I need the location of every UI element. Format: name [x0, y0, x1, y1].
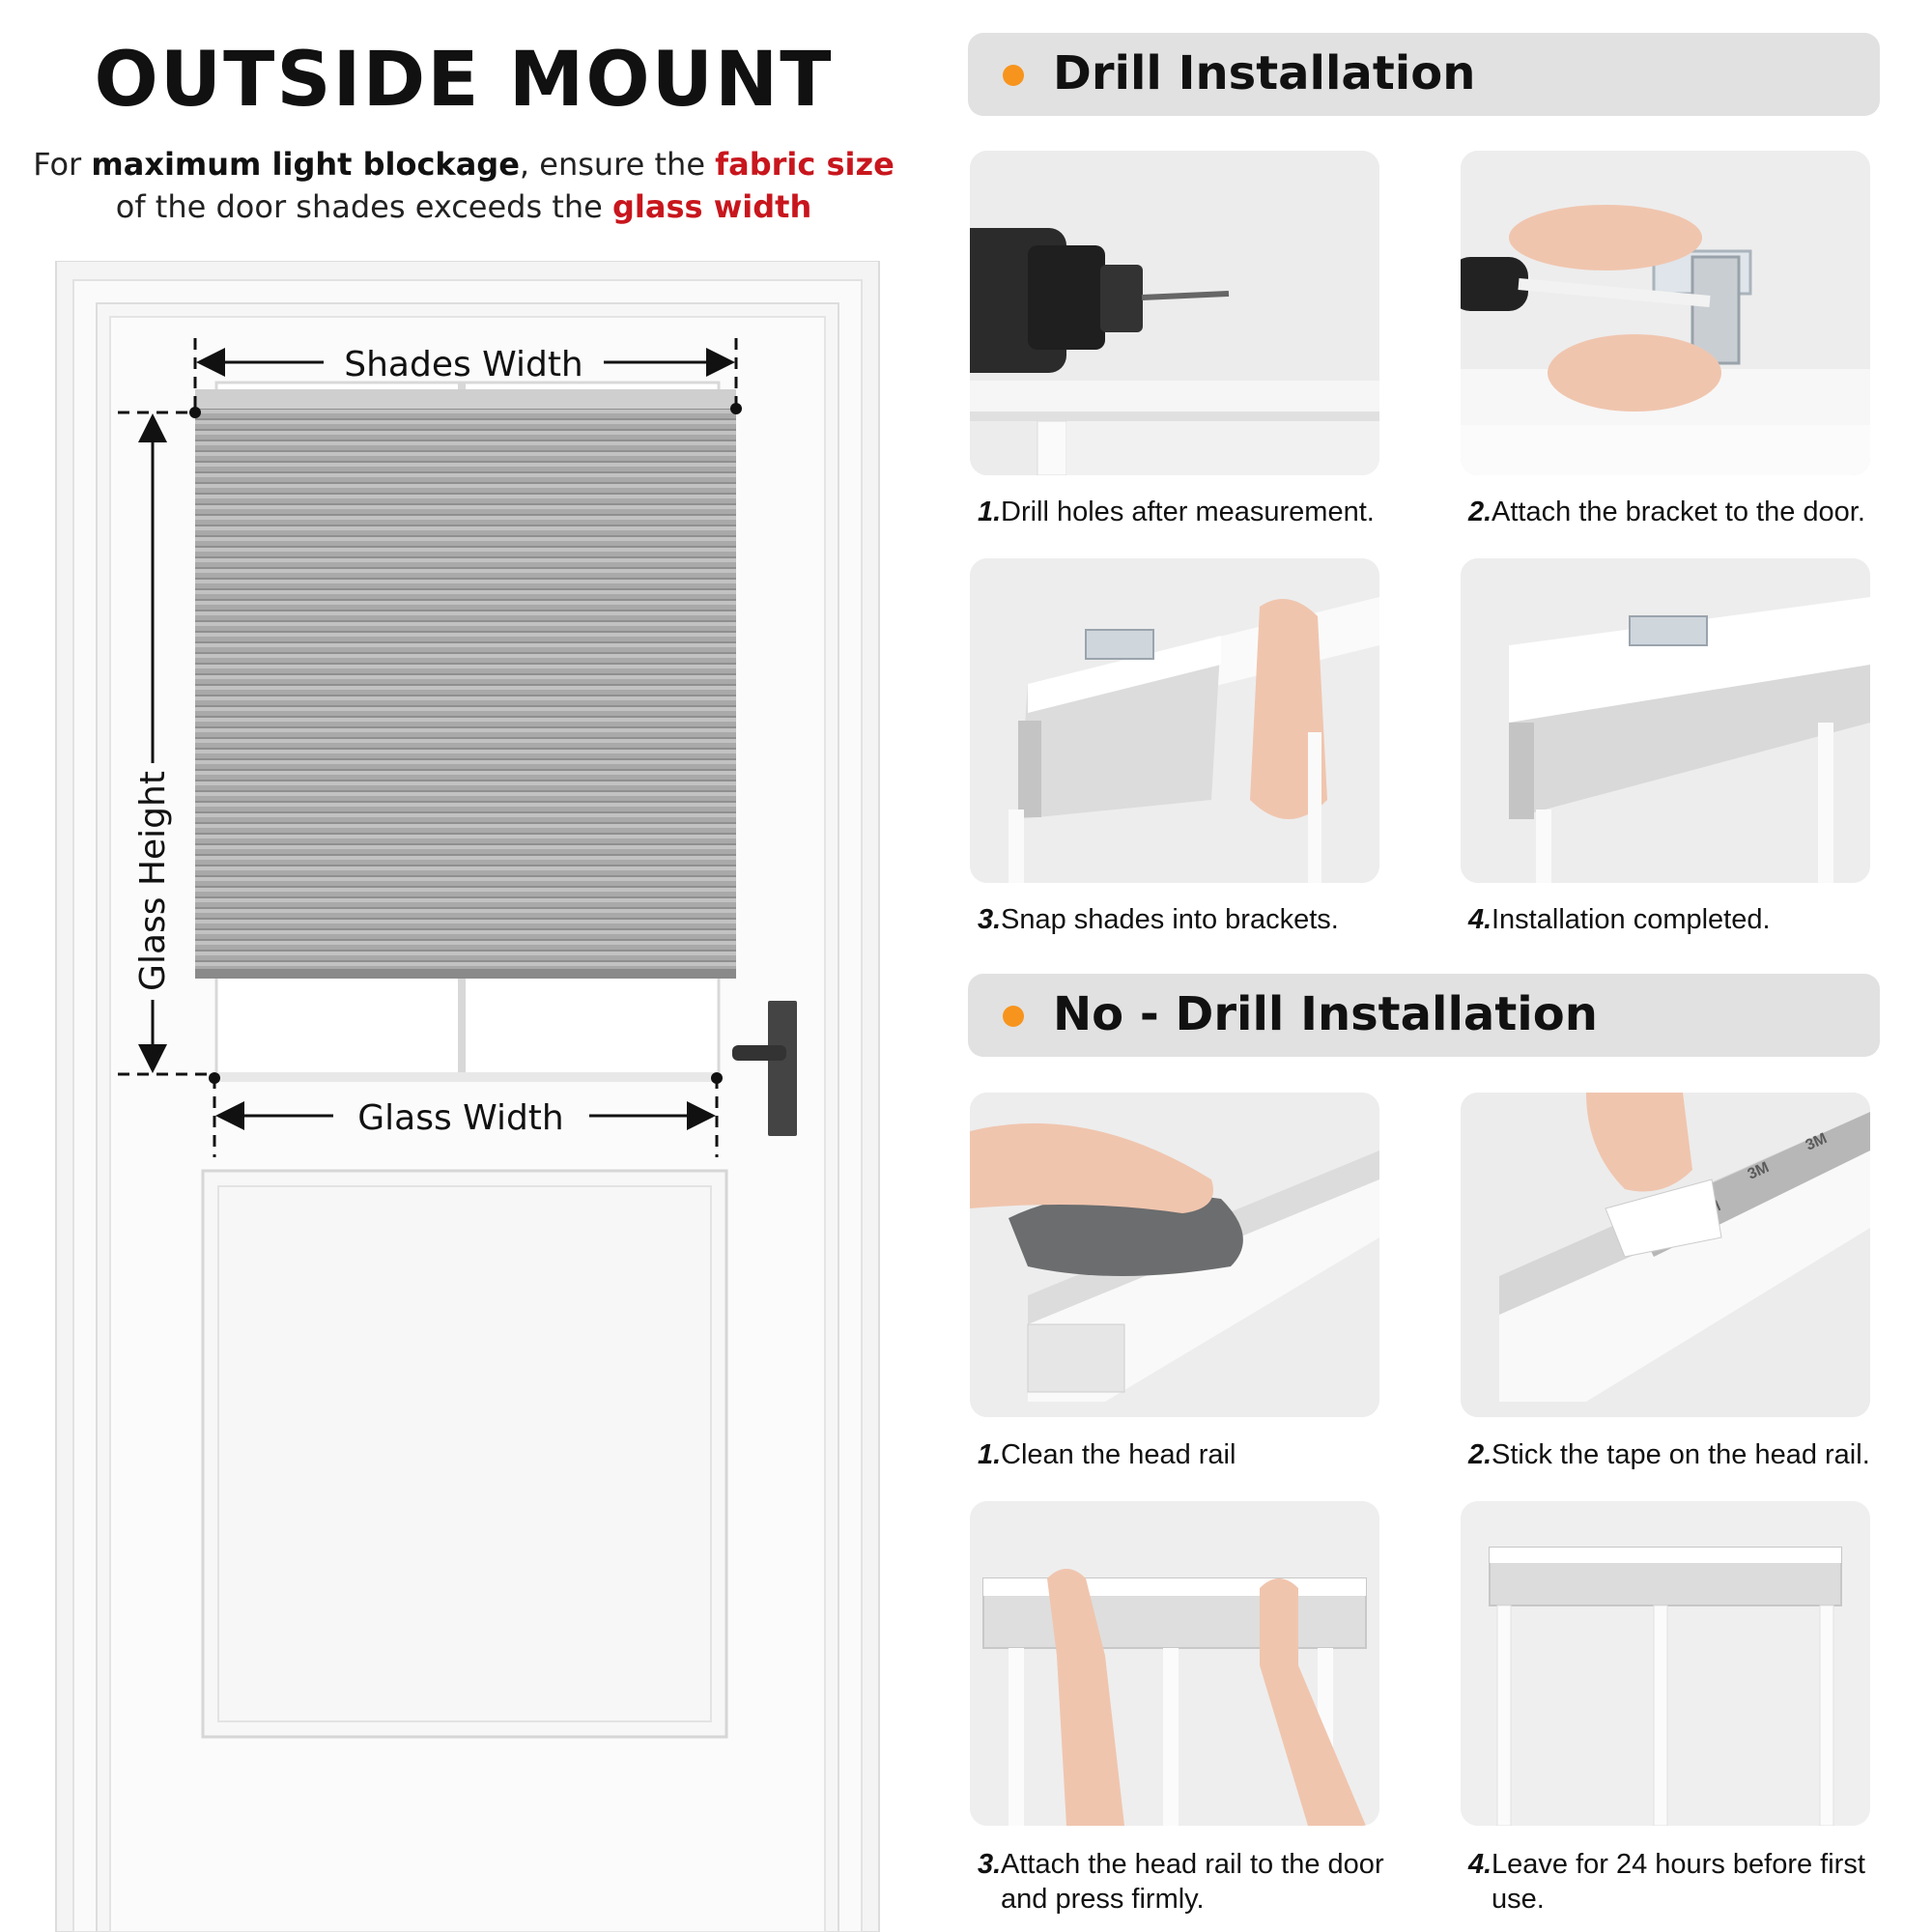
nodrill-step-4-caption: 4.Leave for 24 hours before first use. [1468, 1847, 1893, 1917]
drill-icon [970, 228, 1230, 373]
nodrill-step-1-photo [970, 1093, 1379, 1417]
drill-step-3-caption: 3.Snap shades into brackets. [978, 902, 1403, 937]
step-number: 4. [1468, 1849, 1492, 1880]
nodrill-step-2-caption: 2.Stick the tape on the head rail. [1468, 1437, 1893, 1472]
shade-bottom-rail [195, 969, 736, 979]
nodrill-step-1-caption: 1.Clean the head rail [978, 1437, 1403, 1472]
screwdriver-icon [1461, 257, 1711, 311]
glass-width-label: Glass Width [357, 1098, 564, 1138]
step-text: Leave for 24 hours before first use. [1492, 1849, 1865, 1915]
step-text: Attach the bracket to the door. [1492, 497, 1865, 527]
shades-width-dimension [189, 338, 742, 418]
step-text: Snap shades into brackets. [1001, 904, 1339, 935]
step-text: Stick the tape on the head rail. [1492, 1439, 1870, 1470]
bullet-dot-icon [1003, 65, 1024, 86]
glass-width-dimension [209, 1072, 723, 1157]
bullet-dot-icon [1003, 1006, 1024, 1027]
drill-step-3-photo [970, 558, 1379, 883]
drill-installation-title: Drill Installation [1053, 46, 1476, 100]
drill-step-2-caption: 2.Attach the bracket to the door. [1468, 495, 1893, 529]
step-text: Drill holes after measurement. [1001, 497, 1375, 527]
shades-width-label: Shades Width [344, 345, 583, 384]
bracket-icon [1652, 249, 1752, 365]
drill-step-1-caption: 1.Drill holes after measurement. [978, 495, 1403, 529]
shade-headrail [195, 389, 736, 409]
subtitle-bold-text: maximum light blockage [91, 146, 520, 183]
subtitle-highlight-fabric-size: fabric size [715, 146, 895, 183]
drill-step-4-caption: 4.Installation completed. [1468, 902, 1893, 937]
glass-height-label: Glass Height [133, 771, 173, 991]
nodrill-step-3-caption: 3.Attach the head rail to the door and p… [978, 1847, 1403, 1917]
drill-step-1-photo [970, 151, 1379, 475]
step-text: Installation completed. [1492, 904, 1771, 935]
page-subtitle: For maximum light blockage, ensure the f… [19, 143, 908, 228]
step-number: 3. [978, 1849, 1002, 1880]
step-text: Attach the head rail to the door and pre… [1001, 1849, 1384, 1915]
step-number: 1. [978, 1439, 1002, 1470]
drill-installation-header: Drill Installation [968, 33, 1880, 116]
glass-height-dimension [118, 411, 213, 1076]
door-handle [732, 1001, 797, 1136]
drill-step-2-photo [1461, 151, 1870, 475]
nodrill-step-2-photo: 3M 3M 3M [1461, 1093, 1870, 1417]
step-number: 4. [1468, 904, 1492, 935]
subtitle-highlight-glass-width: glass width [612, 188, 812, 225]
drill-step-4-photo [1461, 558, 1870, 883]
step-number: 2. [1468, 1439, 1492, 1470]
subtitle-text: of the door shades exceeds the [115, 188, 612, 225]
no-drill-installation-title: No - Drill Installation [1053, 987, 1598, 1041]
door-lower-panel [201, 1169, 728, 1739]
page-title: OUTSIDE MOUNT [94, 37, 834, 124]
subtitle-text: For [33, 146, 92, 183]
step-text: Clean the head rail [1001, 1439, 1236, 1470]
subtitle-text: , ensure the [519, 146, 716, 183]
no-drill-installation-header: No - Drill Installation [968, 974, 1880, 1057]
shade-fabric [195, 409, 736, 973]
step-number: 3. [978, 904, 1002, 935]
nodrill-step-4-photo [1461, 1501, 1870, 1826]
door-diagram: Shades Width Glass Height Glass Width [55, 261, 880, 1932]
cloth-icon [1009, 1192, 1243, 1276]
nodrill-step-3-photo [970, 1501, 1379, 1826]
step-number: 2. [1468, 497, 1492, 527]
step-number: 1. [978, 497, 1002, 527]
